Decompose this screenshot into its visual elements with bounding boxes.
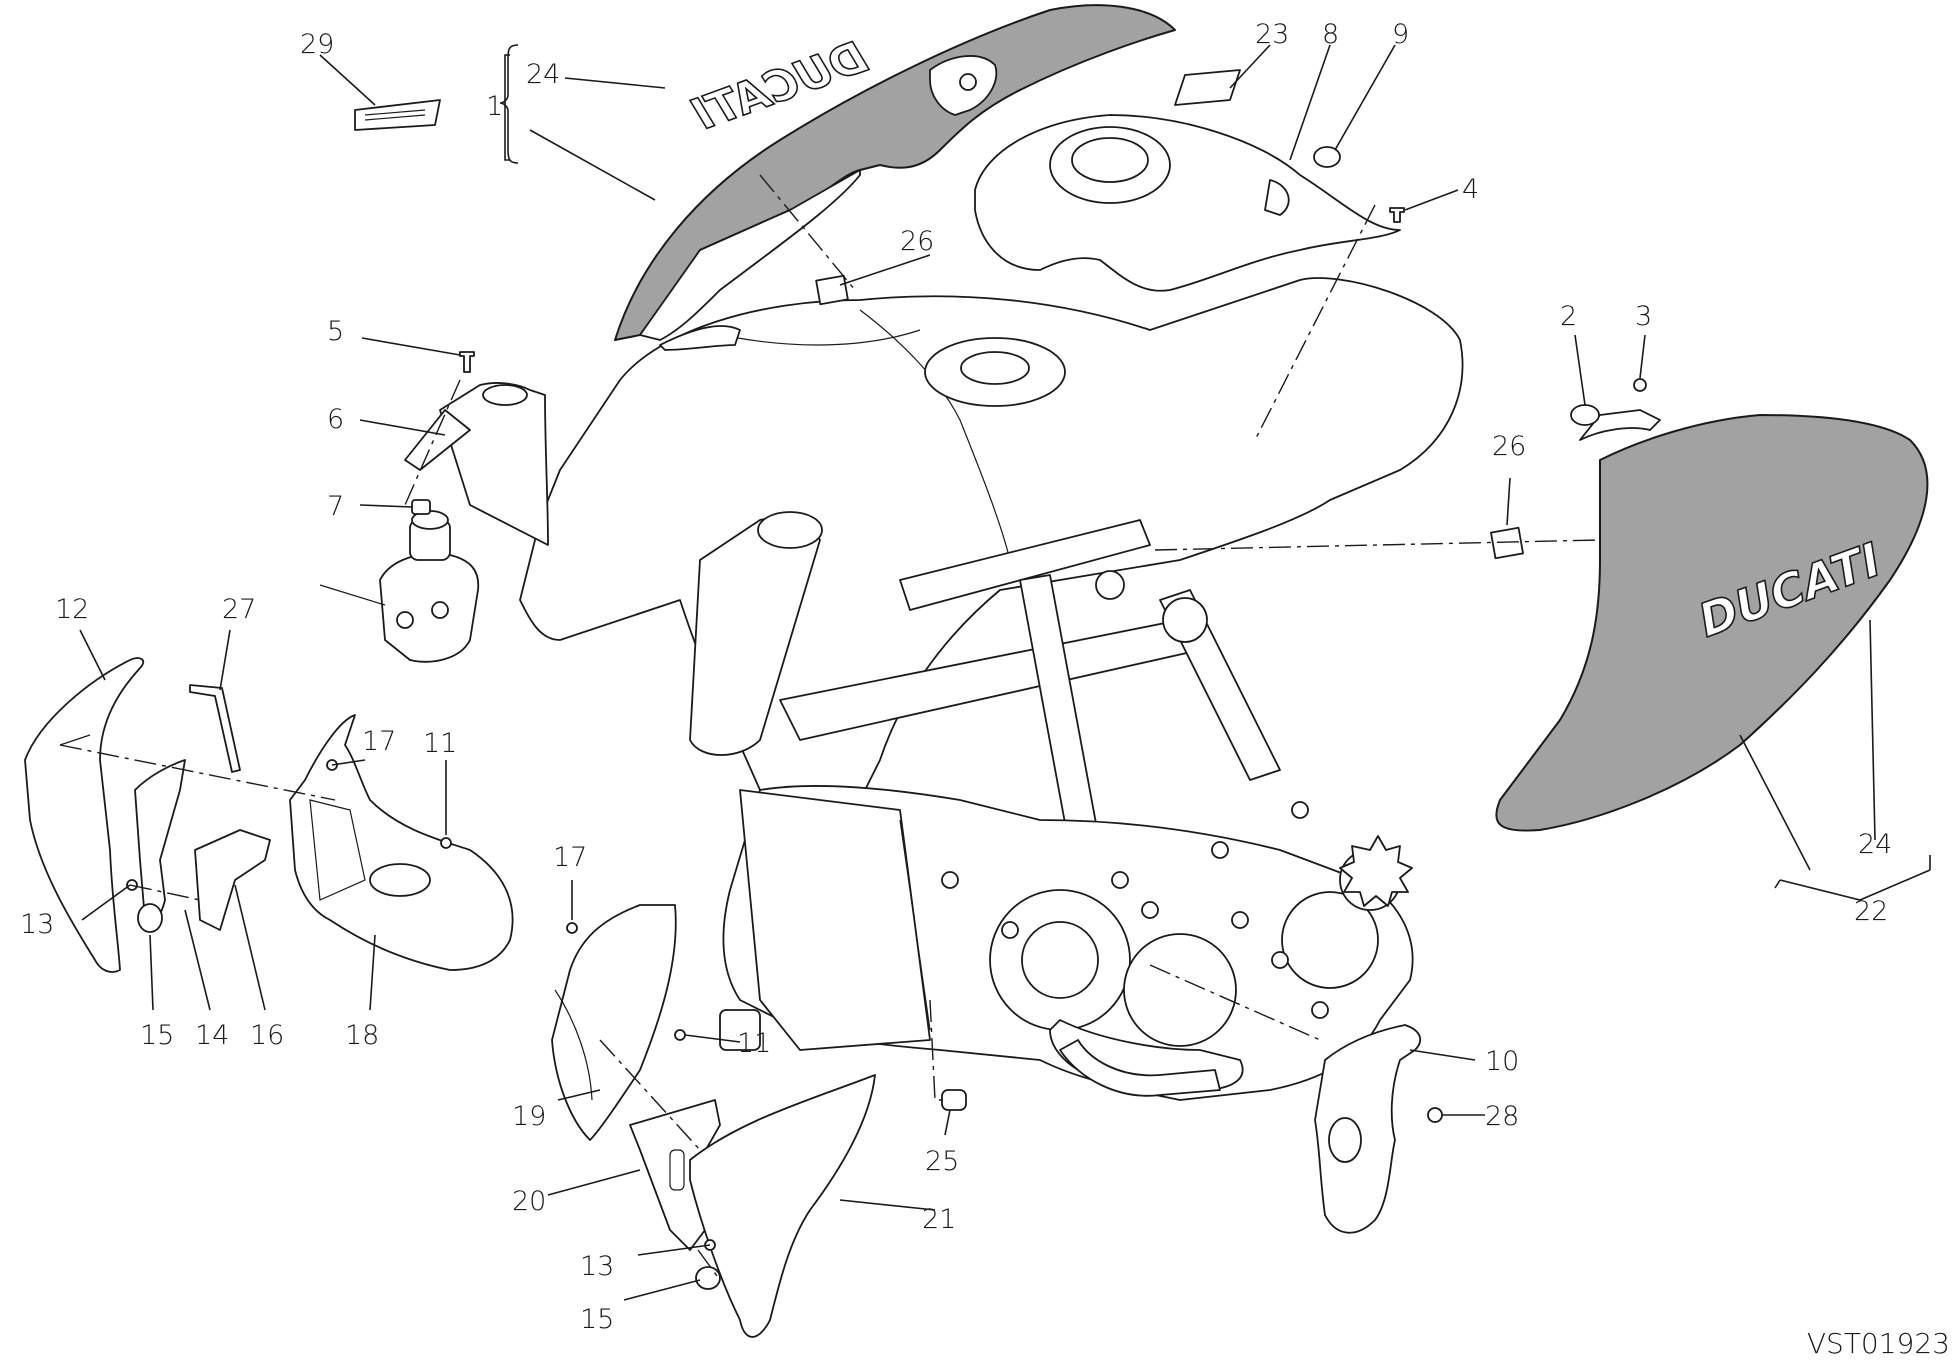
callout-10: 10: [1485, 1046, 1519, 1077]
part-22-right-side-panel: DUCATI: [1495, 409, 1929, 832]
callout-27: 27: [222, 594, 256, 625]
callout-3: 3: [1635, 301, 1652, 332]
part-8-tank-top-cover: [974, 114, 1401, 292]
callout-14: 14: [195, 1020, 229, 1051]
callout-24-right: 24: [1858, 829, 1892, 860]
part-15-grommet-left: [137, 903, 163, 933]
part-26-pad-right: [1490, 526, 1524, 560]
callout-2: 2: [1560, 301, 1577, 332]
part-29-sticker: [354, 99, 441, 131]
callout-18: 18: [345, 1020, 379, 1051]
callout-17-lower: 17: [553, 842, 587, 873]
callout-11-upper: 11: [423, 728, 457, 759]
callout-labels: 1 2 3 4 5 6 7 8 9 10 11 11 12 13 13 14 1…: [20, 19, 1892, 1335]
part-21-lower-side-panel: [689, 1074, 876, 1338]
part-28-screw: [1427, 1107, 1443, 1123]
callout-17-left: 17: [362, 726, 396, 757]
callout-28: 28: [1485, 1101, 1519, 1132]
callout-13-left: 13: [20, 909, 54, 940]
part-2-grommet: [1570, 404, 1600, 426]
callout-20: 20: [512, 1186, 546, 1217]
engine-and-frame-assembly: [519, 277, 1464, 1101]
part-19-lower-duct: [551, 904, 677, 1141]
callout-11-lower: 11: [737, 1028, 771, 1059]
part-9-grommet: [1313, 146, 1341, 168]
callout-leaders: [79, 44, 1931, 1301]
callout-7: 7: [327, 491, 344, 522]
callout-6: 6: [327, 404, 344, 435]
callout-13-lower: 13: [580, 1251, 614, 1282]
callout-24-left: 24: [526, 59, 560, 90]
part-26-pad-left: [815, 274, 849, 306]
drawing-code: VST01923: [1807, 1327, 1950, 1360]
callout-12: 12: [55, 594, 89, 625]
part-27-hose: [189, 684, 241, 773]
callout-15-lower: 15: [580, 1304, 614, 1335]
part-15-grommet-lower: [695, 1266, 721, 1290]
callout-15-left: 15: [140, 1020, 174, 1051]
callout-19: 19: [512, 1101, 546, 1132]
part-6-ignition-cover: [404, 382, 549, 546]
callout-21: 21: [922, 1204, 956, 1235]
part-12-left-fairing: [24, 657, 145, 973]
part-3-screw: [1633, 378, 1647, 392]
part-18-duct: [289, 714, 514, 971]
part-7-grommet-small: [411, 499, 431, 515]
callout-4: 4: [1462, 174, 1479, 205]
part-11-screw-left: [440, 837, 452, 849]
part-14-bracket: [134, 759, 186, 925]
callout-1: 1: [486, 91, 503, 122]
callout-5: 5: [327, 316, 344, 347]
callout-16: 16: [250, 1020, 284, 1051]
part-25-grommet: [941, 1089, 967, 1111]
part-16-mounting-plate: [194, 829, 271, 931]
callout-9: 9: [1392, 19, 1409, 50]
part-4-screw: [1389, 207, 1405, 223]
part-7-ignition-switch: [319, 510, 480, 663]
assembly-axis-lines: [59, 174, 1601, 1281]
callout-29: 29: [300, 29, 334, 60]
callout-26-right: 26: [1492, 431, 1526, 462]
part-5-screw: [459, 351, 475, 373]
callout-25: 25: [925, 1146, 959, 1177]
part-17-screw-lower: [566, 922, 578, 934]
part-23-label: [1174, 69, 1241, 106]
callout-8: 8: [1322, 19, 1339, 50]
group-brace-1: [499, 44, 519, 164]
part-10-side-guard: [1314, 1024, 1422, 1234]
part-11-screw-lower: [674, 1029, 686, 1041]
callout-22: 22: [1854, 896, 1888, 927]
callout-26-left: 26: [900, 226, 934, 257]
callout-23: 23: [1255, 19, 1289, 50]
